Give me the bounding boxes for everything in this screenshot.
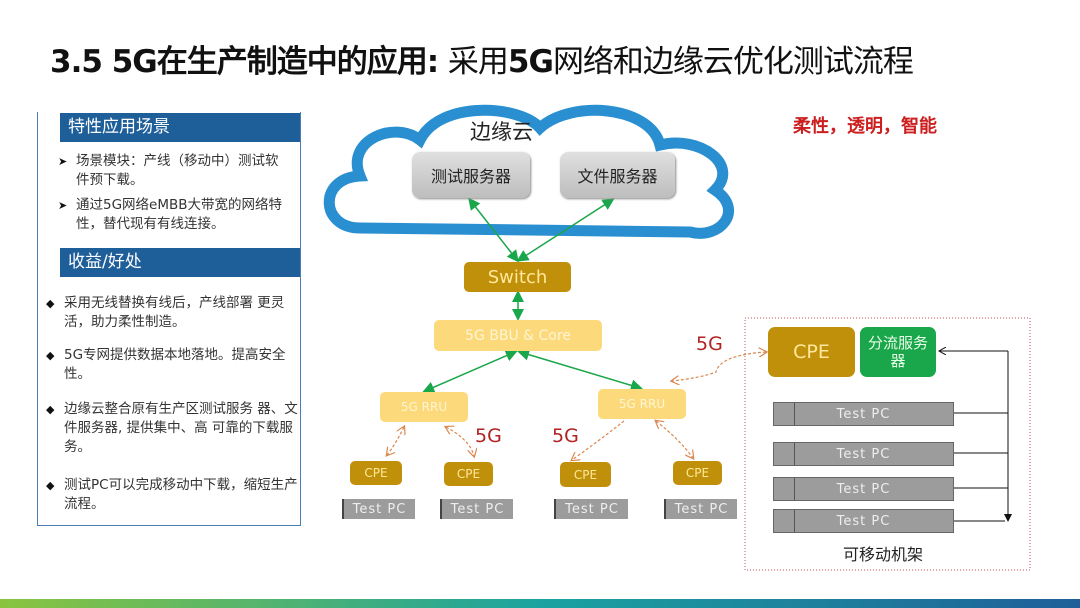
rru-right-node: 5G RRU: [598, 389, 686, 419]
5g-label: 5G: [696, 333, 723, 355]
rack-test-pc: Test PC: [773, 509, 954, 533]
list-item: ◆5G专网提供数据本地落地。提高安全性。: [46, 347, 286, 382]
switch-node: Switch: [464, 262, 571, 292]
test-pc: Test PC: [664, 499, 737, 519]
cloud-label: 边缘云: [470, 120, 533, 144]
tagline: 柔性，透明，智能: [793, 116, 937, 137]
test-pc: Test PC: [440, 499, 513, 519]
rack-test-pc: Test PC: [773, 402, 954, 426]
rack-test-pc: Test PC: [773, 477, 954, 501]
cpe-node: CPE: [673, 461, 722, 485]
list-item: ◆边缘云整合原有生产区测试服务 器、文件服务器, 提供集中、高 可靠的下载服务。: [46, 401, 298, 455]
section-heading-benefits: 收益/好处: [60, 248, 300, 277]
cpe-node: CPE: [560, 462, 611, 487]
list-item: ◆采用无线替换有线后，产线部署 更灵活，助力柔性制造。: [46, 295, 285, 330]
test-pc: Test PC: [554, 499, 628, 519]
5g-label: 5G: [552, 425, 579, 447]
rru-left-node: 5G RRU: [380, 392, 468, 422]
shunt-server: 分流服务器: [860, 327, 936, 377]
file-server: 文件服务器: [560, 152, 675, 198]
5g-label: 5G: [475, 425, 502, 447]
test-pc: Test PC: [342, 499, 415, 519]
mobile-rack-frame: [744, 317, 1031, 571]
rack-test-pc: Test PC: [773, 442, 954, 466]
rack-label: 可移动机架: [843, 545, 924, 564]
footer-bar: [0, 599, 1080, 608]
left-panel: 特性应用场景 ➤场景模块：产线（移动中）测试软件预下载。 ➤通过5G网络eMBB…: [37, 112, 301, 526]
page-title: 3.5 5G在生产制造中的应用: 采用5G网络和边缘云优化测试流程: [50, 44, 914, 80]
list-item: ◆测试PC可以完成移动中下载，缩短生产流程。: [46, 477, 298, 512]
test-server: 测试服务器: [412, 152, 530, 198]
section-heading-scenarios: 特性应用场景: [60, 113, 300, 142]
cpe-node: CPE: [350, 461, 402, 485]
list-item: ➤场景模块：产线（移动中）测试软件预下载。: [58, 153, 279, 188]
bbu-core-node: 5G BBU & Core: [434, 320, 602, 351]
cpe-node: CPE: [444, 462, 493, 486]
list-item: ➤通过5G网络eMBB大带宽的网络特性，替代现有有线连接。: [58, 197, 283, 232]
rack-cpe: CPE: [768, 327, 855, 377]
